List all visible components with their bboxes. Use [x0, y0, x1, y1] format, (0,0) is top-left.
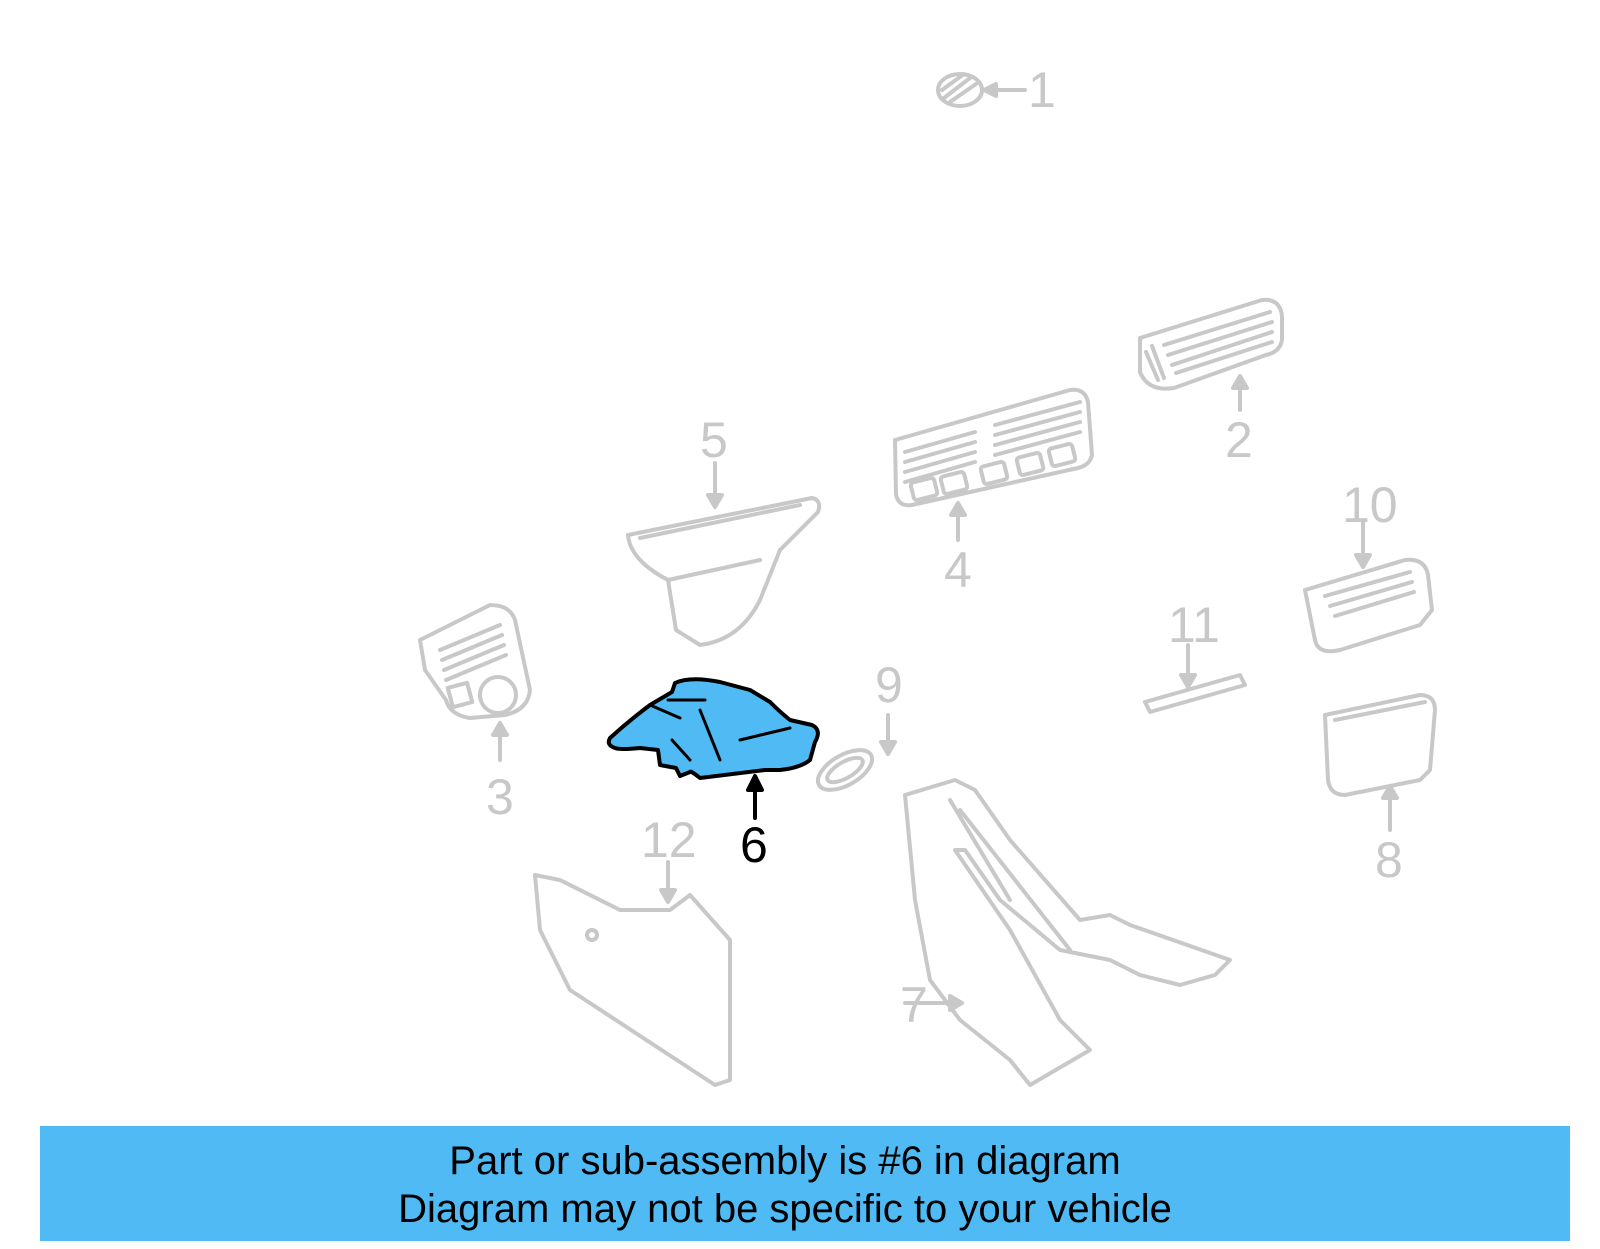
- callout-2: 2: [1225, 412, 1253, 468]
- part-2-vent[interactable]: [1138, 297, 1284, 412]
- callout-1: 1: [1028, 62, 1056, 118]
- part-6-highlighted-duct[interactable]: [606, 677, 820, 820]
- banner-line-disclaimer: Diagram may not be specific to your vehi…: [398, 1187, 1172, 1231]
- part-1-plug[interactable]: [936, 72, 1027, 108]
- callout-5: 5: [700, 412, 728, 468]
- part-9-ring[interactable]: [812, 713, 897, 798]
- callout-3: 3: [486, 769, 514, 825]
- part-11-strip[interactable]: [1143, 643, 1247, 714]
- part-4-vent[interactable]: [893, 387, 1094, 542]
- part-7-duct[interactable]: [903, 778, 1232, 1087]
- part-3-vent[interactable]: [418, 603, 532, 762]
- callout-9: 9: [875, 657, 903, 713]
- callout-7: 7: [900, 977, 928, 1033]
- callout-10: 10: [1342, 477, 1398, 533]
- callout-8: 8: [1375, 832, 1403, 888]
- part-5-duct[interactable]: [626, 461, 822, 647]
- part-12-panel[interactable]: [533, 860, 732, 1087]
- part-10-vent[interactable]: [1303, 518, 1434, 654]
- callout-11: 11: [1168, 597, 1220, 653]
- callout-12: 12: [641, 812, 697, 868]
- banner-line-part-number: Part or sub-assembly is #6 in diagram: [449, 1139, 1121, 1183]
- info-banner: Part or sub-assembly is #6 in diagram Di…: [40, 1126, 1570, 1241]
- callout-6-highlighted: 6: [740, 817, 768, 873]
- callout-4: 4: [944, 542, 972, 598]
- part-8-box[interactable]: [1323, 693, 1437, 832]
